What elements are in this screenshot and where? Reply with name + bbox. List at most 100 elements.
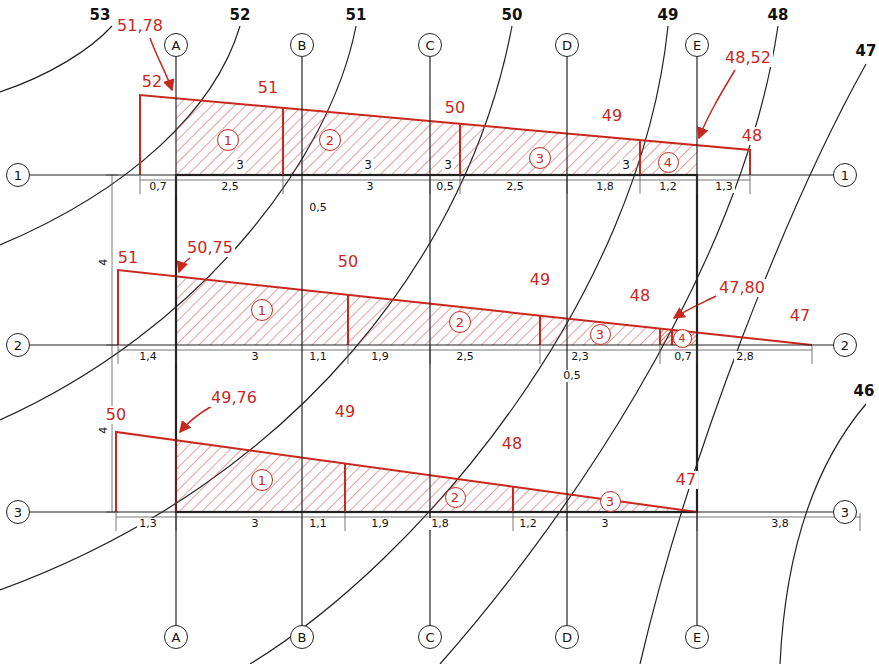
dimension-label: 3 <box>234 159 246 173</box>
axis-bubble: 2 <box>6 333 30 357</box>
elevation-note: 51,78 <box>115 17 165 35</box>
dimension-label: 1,3 <box>713 181 735 194</box>
contour-elevation: 48 <box>766 7 791 24</box>
axis-bubble: C <box>418 33 442 57</box>
grid-axis-line <box>175 57 176 625</box>
area-number-text: 3 <box>596 327 604 342</box>
elevation-note: 47 <box>788 307 812 325</box>
grid-axis-line <box>566 57 567 625</box>
dimension-label: 1,2 <box>517 518 539 531</box>
elevation-note: 48,52 <box>723 49 773 67</box>
axis-name: A <box>172 630 181 645</box>
dimension-label: 2,5 <box>454 351 476 364</box>
contour-elevation: 51 <box>344 7 369 24</box>
dimension-label: 2,8 <box>734 351 756 364</box>
area-number-text: 2 <box>326 133 334 148</box>
contour-lines <box>0 26 866 664</box>
elevation-note: 49 <box>528 271 552 289</box>
elevation-note: 51 <box>116 249 140 267</box>
contour-elevation: 53 <box>88 7 113 24</box>
dimension-label: 2,3 <box>569 351 591 364</box>
area-number-text: 1 <box>258 303 266 318</box>
dimension-label: 0,7 <box>147 181 169 194</box>
area-number: 3 <box>529 147 551 169</box>
grid-axis-line <box>301 57 302 625</box>
axis-bubble: 3 <box>833 500 857 524</box>
contour-elevation: 50 <box>500 7 525 24</box>
axis-name: E <box>693 630 701 645</box>
dimension-label: 3 <box>620 159 632 173</box>
area-number-text: 1 <box>224 133 232 148</box>
dimension-label: 0,5 <box>307 202 329 215</box>
axis-bubble: 2 <box>833 333 857 357</box>
area-number: 1 <box>217 129 239 151</box>
area-number: 1 <box>251 299 273 321</box>
area-number: 2 <box>319 129 341 151</box>
dimension-label: 1,4 <box>137 351 159 364</box>
area-number-text: 4 <box>664 155 672 170</box>
area-number: 3 <box>600 491 621 512</box>
contour-elevation: 47 <box>854 43 879 60</box>
area-number: 4 <box>658 152 679 173</box>
dimension-label: 3 <box>250 351 261 364</box>
area-number-text: 3 <box>606 494 614 509</box>
dimension-label: 1,2 <box>657 181 679 194</box>
elevation-note: 49,76 <box>209 389 259 407</box>
dimension-label: 0,7 <box>672 351 694 364</box>
dimension-label: 1,8 <box>594 181 616 194</box>
axis-name: B <box>298 630 307 645</box>
terrain-profiles <box>116 95 812 512</box>
dimension-label: 4 <box>98 256 111 267</box>
grid-axis-line <box>696 57 697 625</box>
elevation-note: 48 <box>628 287 652 305</box>
axis-name: D <box>562 630 572 645</box>
axis-name: 1 <box>841 168 849 183</box>
dimension-label: 2,5 <box>504 181 526 194</box>
contour-elevation: 52 <box>228 7 253 24</box>
area-number: 2 <box>445 487 466 508</box>
elevation-note: 48 <box>740 127 764 145</box>
axis-bubble: 3 <box>6 500 30 524</box>
elevation-note: 50 <box>443 99 467 117</box>
dimension-label: 1,8 <box>429 518 451 531</box>
area-number-text: 1 <box>258 473 266 488</box>
axis-name: B <box>298 38 307 53</box>
axis-bubble: 1 <box>833 163 857 187</box>
dimension-label: 3 <box>250 518 261 531</box>
contour-elevation: 46 <box>852 383 877 400</box>
axis-bubble: B <box>290 625 314 649</box>
axis-name: 1 <box>14 168 22 183</box>
elevation-note: 52 <box>140 73 164 91</box>
axis-name: 3 <box>841 505 849 520</box>
area-number: 1 <box>251 469 273 491</box>
axis-name: C <box>425 630 434 645</box>
axis-name: C <box>425 38 434 53</box>
grid-axis-line <box>30 511 833 512</box>
elevation-note: 50 <box>336 253 360 271</box>
axis-name: 2 <box>841 338 849 353</box>
dimension-label: 3 <box>365 181 376 194</box>
area-number-text: 4 <box>679 332 686 345</box>
grid-axis-line <box>30 174 833 175</box>
axis-bubble: 1 <box>6 163 30 187</box>
axis-name: D <box>562 38 572 53</box>
axis-name: A <box>172 38 181 53</box>
axis-bubble: E <box>685 625 709 649</box>
axis-bubble: E <box>685 33 709 57</box>
dimension-label: 1,1 <box>307 518 329 531</box>
axis-bubble: B <box>290 33 314 57</box>
axis-name: 3 <box>14 505 22 520</box>
dimension-label: 0,5 <box>434 181 456 194</box>
dimension-label: 1,9 <box>369 518 391 531</box>
axis-name: E <box>693 38 701 53</box>
elevation-note: 50 <box>104 406 128 424</box>
elevation-note: 49 <box>600 107 624 125</box>
axis-name: 2 <box>14 338 22 353</box>
axis-bubble: A <box>164 625 188 649</box>
building-outline <box>176 175 697 512</box>
contour-elevation: 49 <box>656 7 681 24</box>
dimension-label: 3 <box>362 159 374 173</box>
dimension-label: 3,8 <box>769 518 791 531</box>
